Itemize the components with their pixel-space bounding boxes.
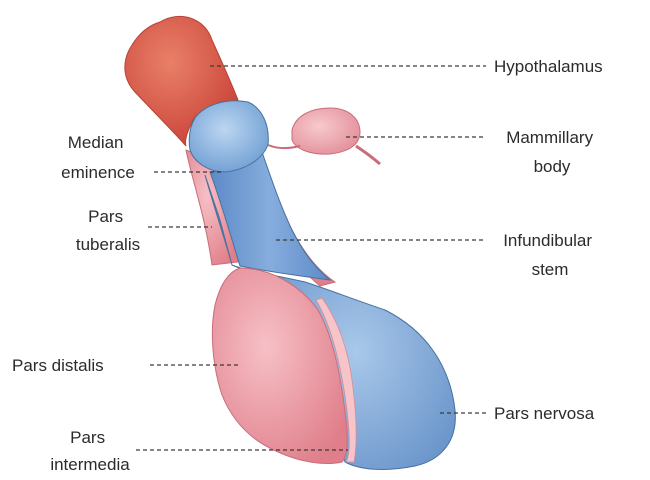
label-tuberalis-line1: Pars	[88, 207, 123, 226]
label-mammillary-line1: Mammillary	[506, 128, 593, 147]
label-infundibular-stem: Infundibular stem	[503, 231, 597, 279]
label-infundibular-line2: stem	[532, 260, 569, 279]
label-tuberalis-line2: tuberalis	[76, 235, 140, 254]
label-intermedia-line2: intermedia	[50, 455, 130, 474]
label-infundibular-line1: Infundibular	[503, 231, 592, 250]
mammillary-body-shape	[292, 108, 360, 154]
label-pars-distalis: Pars distalis	[12, 356, 104, 375]
label-median-line2: eminence	[61, 163, 135, 182]
label-hypothalamus: Hypothalamus	[494, 57, 603, 76]
label-pars-intermedia: Pars intermedia	[50, 428, 130, 474]
label-pars-tuberalis: Pars tuberalis	[76, 207, 140, 254]
label-median-eminence: Median eminence	[61, 133, 135, 182]
mammillary-tail-shape	[356, 146, 380, 164]
label-mammillary-line2: body	[534, 157, 571, 176]
label-intermedia-line1: Pars	[70, 428, 105, 447]
label-pars-nervosa: Pars nervosa	[494, 404, 595, 423]
label-mammillary: Mammillary body	[506, 128, 598, 176]
label-median-line1: Median	[68, 133, 124, 152]
